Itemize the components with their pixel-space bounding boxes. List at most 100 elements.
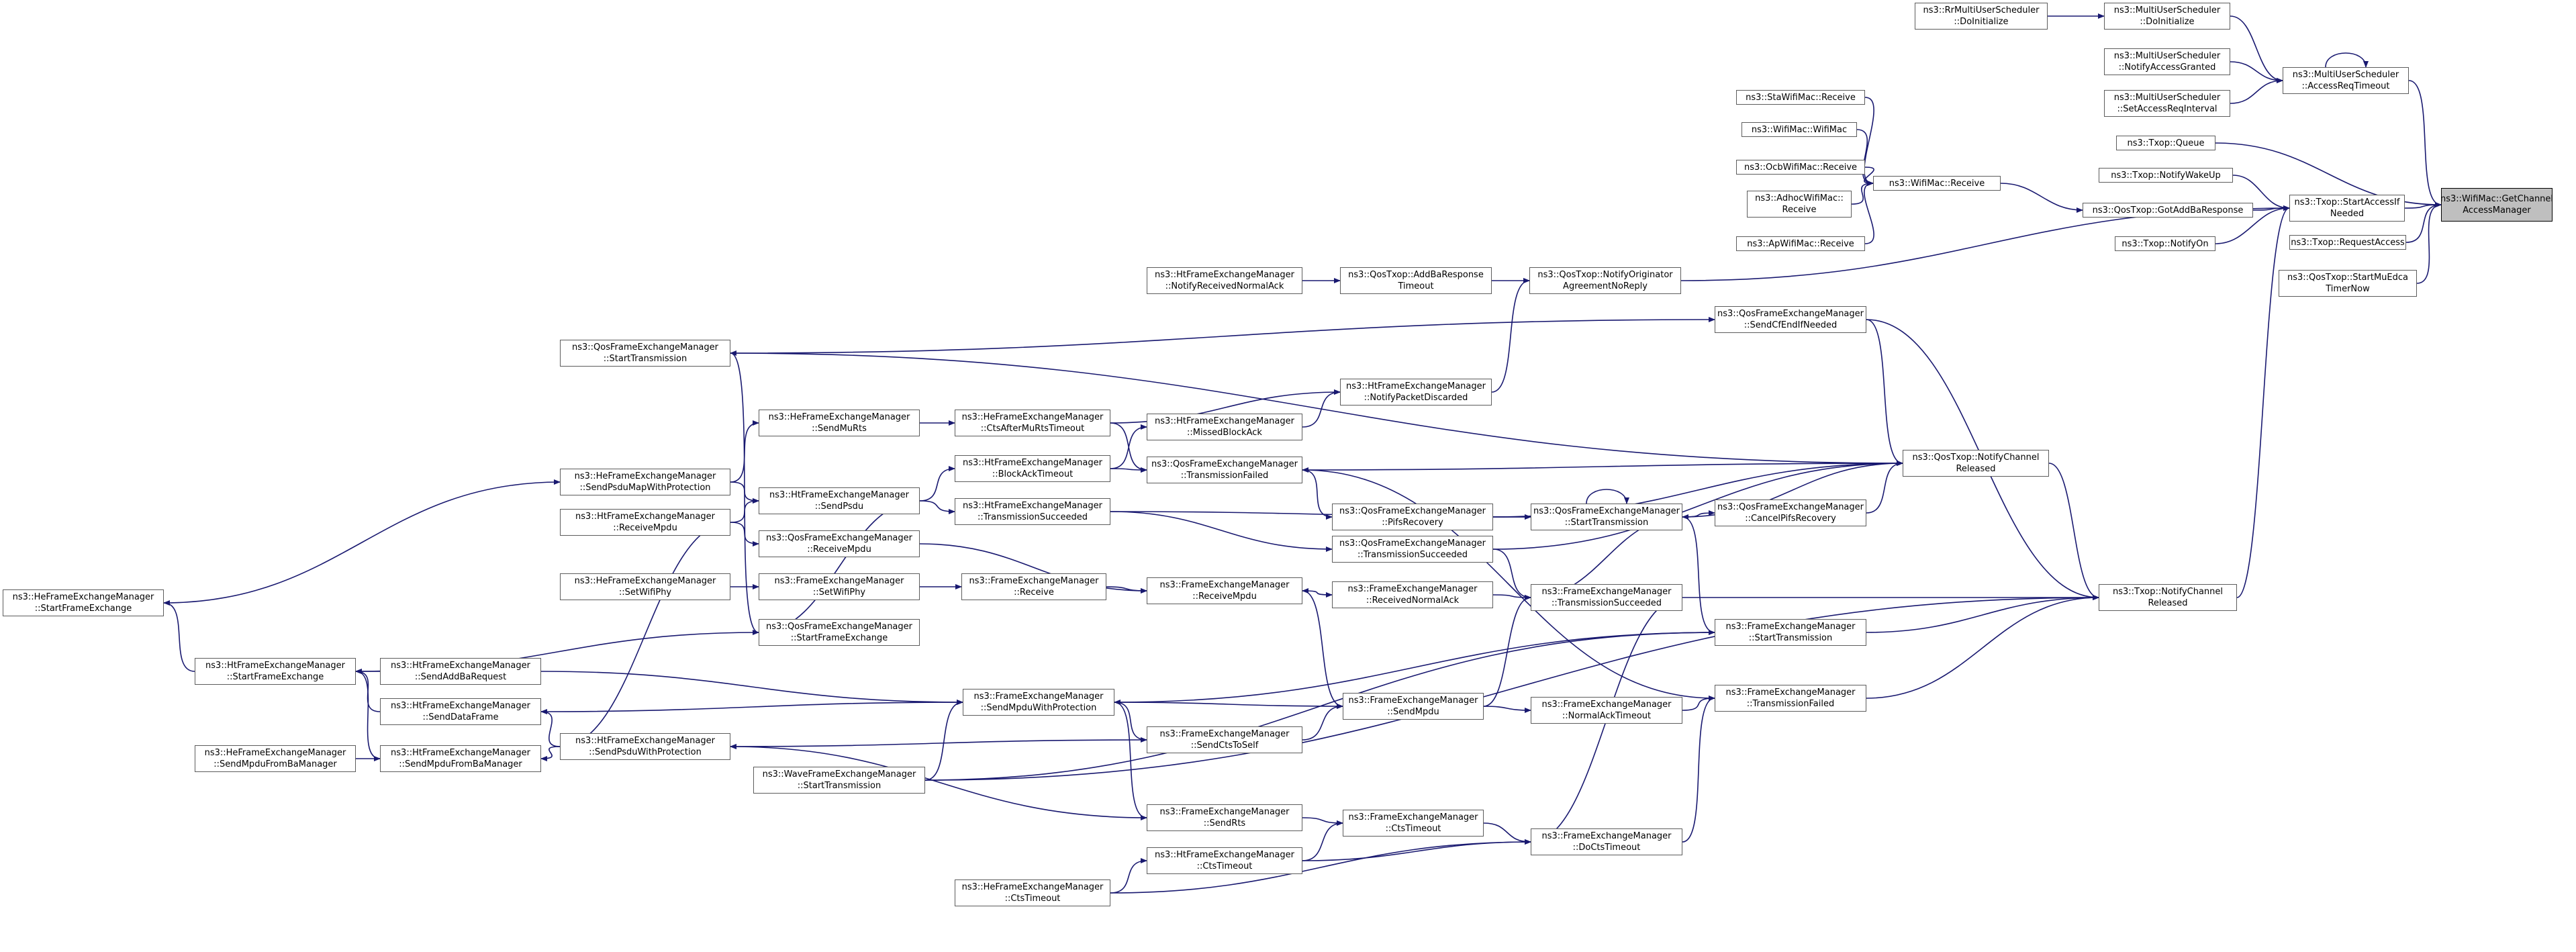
node-qfem-start-tx2[interactable]: ns3::QosFrameExchangeManager::StartTrans… — [1531, 504, 1682, 530]
node-fem-tx-failed[interactable]: ns3::FrameExchangeManager::TransmissionF… — [1715, 685, 1866, 712]
node-he-send-psdu-map[interactable]: ns3::HeFrameExchangeManager::SendPsduMap… — [560, 469, 730, 495]
node-ht-cts-timeout[interactable]: ns3::HtFrameExchangeManager::CtsTimeout — [1147, 847, 1302, 874]
node-qfem-start-tx[interactable]: ns3::QosFrameExchangeManager::StartTrans… — [560, 340, 730, 367]
node-fem-send-rts[interactable]: ns3::FrameExchangeManager::SendRts — [1147, 804, 1302, 831]
node-label: ns3::FrameExchangeManager — [1541, 587, 1672, 597]
node-fem-receive[interactable]: ns3::FrameExchangeManager::Receive — [961, 573, 1106, 600]
node-fem-cts-timeout[interactable]: ns3::FrameExchangeManager::CtsTimeout — [1343, 810, 1484, 837]
node-ht-send-psdu-with-prot[interactable]: ns3::HtFrameExchangeManager::SendPsduWit… — [560, 733, 730, 760]
node-txop-notify-on[interactable]: ns3::Txop::NotifyOn — [2115, 236, 2215, 251]
node-ocb-receive[interactable]: ns3::OcbWifiMac::Receive — [1736, 160, 1865, 175]
call-edge — [2230, 61, 2283, 83]
node-label: ns3::QosFrameExchangeManager — [1533, 506, 1680, 516]
node-txop-notify-wake-up[interactable]: ns3::Txop::NotifyWakeUp — [2099, 168, 2233, 183]
node-label: ::NotifyAccessGranted — [2118, 62, 2216, 73]
node-label: ns3::WifiMac::GetChannel — [2440, 194, 2554, 204]
node-fem-normal-ack-timeout[interactable]: ns3::FrameExchangeManager::NormalAckTime… — [1531, 697, 1682, 724]
call-edge — [1110, 467, 1147, 473]
node-he-set-wifi-phy[interactable]: ns3::HeFrameExchangeManager::SetWifiPhy — [560, 573, 730, 600]
node-qfem-start-frame-exchange[interactable]: ns3::QosFrameExchangeManager::StartFrame… — [759, 619, 920, 646]
node-ht-receive-mpdu[interactable]: ns3::HtFrameExchangeManager::ReceiveMpdu — [560, 509, 730, 536]
node-label: ns3::HeFrameExchangeManager — [768, 412, 910, 422]
node-fem-start-tx[interactable]: ns3::FrameExchangeManager::StartTransmis… — [1715, 619, 1866, 646]
node-label: ns3::Txop::RequestAccess — [2291, 237, 2405, 248]
call-edge — [1114, 702, 1147, 820]
node-fem-tx-succeeded[interactable]: ns3::FrameExchangeManager::TransmissionS… — [1531, 584, 1682, 611]
node-fem-set-wifi-phy[interactable]: ns3::FrameExchangeManager::SetWifiPhy — [759, 573, 920, 600]
node-label: ::SendPsdu — [814, 502, 864, 512]
node-qos-got-add-ba[interactable]: ns3::QosTxop::GotAddBaResponse — [2083, 203, 2253, 218]
node-ap-receive[interactable]: ns3::ApWifiMac::Receive — [1736, 236, 1865, 251]
node-wifi-mac-receive[interactable]: ns3::WifiMac::Receive — [1873, 176, 2001, 191]
node-wifi-mac-ctor[interactable]: ns3::WifiMac::WifiMac — [1742, 122, 1857, 137]
node-label: ::StartFrameExchange — [790, 633, 888, 643]
node-fem-send-cts-to-self[interactable]: ns3::FrameExchangeManager::SendCtsToSelf — [1147, 726, 1302, 753]
node-fem-do-cts-timeout[interactable]: ns3::FrameExchangeManager::DoCtsTimeout — [1531, 828, 1682, 855]
node-fem-recv-normal-ack[interactable]: ns3::FrameExchangeManager::ReceivedNorma… — [1332, 581, 1493, 608]
node-mu-notify-granted[interactable]: ns3::MultiUserScheduler::NotifyAccessGra… — [2104, 48, 2230, 75]
node-txop-queue[interactable]: ns3::Txop::Queue — [2116, 136, 2215, 150]
node-qfem-tx-succeeded[interactable]: ns3::QosFrameExchangeManager::Transmissi… — [1332, 536, 1493, 563]
node-wave-start-tx[interactable]: ns3::WaveFrameExchangeManager::StartTran… — [753, 767, 925, 794]
node-he-cts-after-mu-rts[interactable]: ns3::HeFrameExchangeManager::CtsAfterMuR… — [955, 410, 1110, 436]
node-ht-send-mpdu-from-ba[interactable]: ns3::HtFrameExchangeManager::SendMpduFro… — [380, 745, 541, 772]
node-ht-send-psdu[interactable]: ns3::HtFrameExchangeManager::SendPsdu — [759, 487, 920, 514]
node-qfem-tx-failed[interactable]: ns3::QosFrameExchangeManager::Transmissi… — [1147, 457, 1302, 483]
node-fem-send-mpdu[interactable]: ns3::FrameExchangeManager::SendMpdu — [1343, 693, 1484, 720]
call-edge — [1856, 129, 1874, 186]
node-label: ns3::FrameExchangeManager — [1348, 696, 1478, 706]
node-label: ::CtsTimeout — [1196, 861, 1253, 871]
node-label: ns3::QosFrameExchangeManager — [1717, 309, 1864, 319]
node-rr-do-init[interactable]: ns3::RrMultiUserScheduler::DoInitialize — [1915, 3, 2048, 30]
node-ht-start-frame-exchange[interactable]: ns3::HtFrameExchangeManager::StartFrameE… — [195, 658, 356, 685]
node-fem-send-mpdu-with-prot[interactable]: ns3::FrameExchangeManager::SendMpduWithP… — [963, 689, 1114, 716]
node-label: ns3::OcbWifiMac::Receive — [1744, 162, 1858, 173]
node-ht-send-add-ba[interactable]: ns3::HtFrameExchangeManager::SendAddBaRe… — [380, 658, 541, 685]
node-mu-do-init[interactable]: ns3::MultiUserScheduler::DoInitialize — [2104, 3, 2230, 30]
call-edge — [1866, 319, 1903, 466]
node-fem-receive-mpdu[interactable]: ns3::FrameExchangeManager::ReceiveMpdu — [1147, 577, 1302, 604]
node-label: ns3::FrameExchangeManager — [1541, 700, 1672, 710]
node-label: ns3::HtFrameExchangeManager — [391, 661, 530, 671]
call-edge — [1483, 706, 1531, 713]
node-ht-missed-block-ack[interactable]: ns3::HtFrameExchangeManager::MissedBlock… — [1147, 414, 1302, 440]
node-adhoc-receive[interactable]: ns3::AdhocWifiMac::Receive — [1747, 191, 1852, 218]
node-mu-set-interval[interactable]: ns3::MultiUserScheduler::SetAccessReqInt… — [2104, 90, 2230, 117]
node-label: ::SendMuRts — [812, 424, 867, 434]
node-label: ::SendMpdu — [1387, 707, 1439, 717]
node-he-send-mu-rts[interactable]: ns3::HeFrameExchangeManager::SendMuRts — [759, 410, 920, 436]
node-qfem-cancel-pifs[interactable]: ns3::QosFrameExchangeManager::CancelPifs… — [1715, 499, 1866, 526]
node-qfem-send-cf-end[interactable]: ns3::QosFrameExchangeManager::SendCfEndI… — [1715, 306, 1866, 333]
call-edge — [1302, 704, 1343, 741]
call-edge — [1114, 632, 1715, 705]
node-txop-request-access[interactable]: ns3::Txop::RequestAccess — [2289, 235, 2406, 250]
node-label: ns3::FrameExchangeManager — [973, 692, 1104, 702]
node-he-cts-timeout[interactable]: ns3::HeFrameExchangeManager::CtsTimeout — [955, 879, 1110, 906]
node-ht-tx-succeeded[interactable]: ns3::HtFrameExchangeManager::Transmissio… — [955, 498, 1110, 525]
node-sta-receive[interactable]: ns3::StaWifiMac::Receive — [1736, 90, 1865, 105]
node-mu-access-req[interactable]: ns3::MultiUserScheduler::AccessReqTimeou… — [2283, 67, 2409, 94]
node-label: ns3::HtFrameExchangeManager — [769, 490, 909, 500]
node-ht-notify-recv-normal-ack[interactable]: ns3::HtFrameExchangeManager::NotifyRecei… — [1147, 267, 1302, 294]
node-ht-notify-pkt-discarded[interactable]: ns3::HtFrameExchangeManager::NotifyPacke… — [1340, 379, 1492, 406]
call-edge — [1302, 467, 1715, 699]
node-ht-block-ack-timeout[interactable]: ns3::HtFrameExchangeManager::BlockAckTim… — [955, 455, 1110, 482]
node-ht-send-data-frame[interactable]: ns3::HtFrameExchangeManager::SendDataFra… — [380, 698, 541, 725]
node-label: ns3::FrameExchangeManager — [1725, 622, 1856, 632]
node-label: ns3::HtFrameExchangeManager — [1155, 850, 1294, 860]
node-he-send-mpdu-from-ba[interactable]: ns3::HeFrameExchangeManager::SendMpduFro… — [195, 745, 356, 772]
node-qfem-pifs[interactable]: ns3::QosFrameExchangeManager::PifsRecove… — [1332, 504, 1493, 530]
node-label: ns3::QosFrameExchangeManager — [765, 533, 912, 543]
node-qfem-receive-mpdu[interactable]: ns3::QosFrameExchangeManager::ReceiveMpd… — [759, 530, 920, 557]
node-he-start-frame-exchange[interactable]: ns3::HeFrameExchangeManager::StartFrameE… — [3, 589, 164, 616]
node-label: ns3::HtFrameExchangeManager — [575, 512, 715, 522]
node-label: ::DoCtsTimeout — [1572, 843, 1641, 853]
node-label: ns3::FrameExchangeManager — [1159, 580, 1290, 590]
node-label: ::SendMpduFromBaManager — [213, 759, 337, 769]
